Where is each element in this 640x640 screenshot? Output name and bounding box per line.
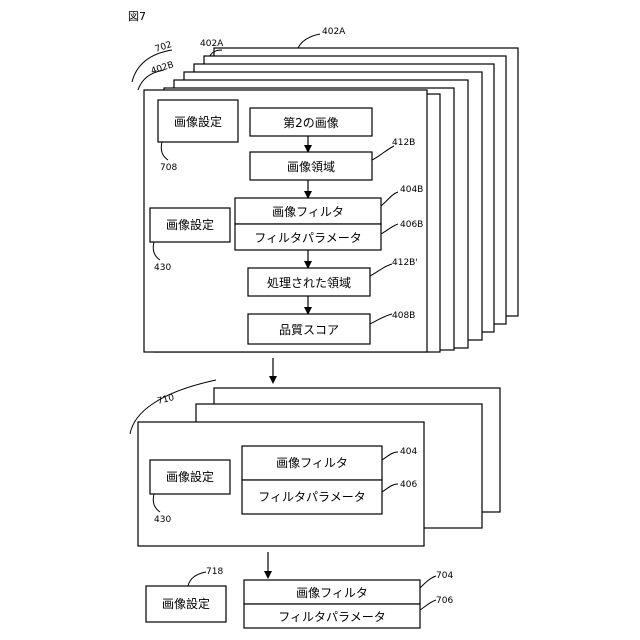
image-region-label: 画像領域 [287, 159, 335, 174]
figure-label: 図7 [128, 10, 146, 23]
image-filter-label-404: 画像フィルタ [276, 456, 348, 470]
ref-408b: 408B [392, 311, 415, 321]
ref-402a-small: 402A [200, 39, 224, 49]
quality-score-label: 品質スコア [279, 322, 339, 337]
ref-430-mid: 430 [154, 515, 171, 525]
ref-430-top: 430 [154, 263, 171, 273]
ref-708: 708 [160, 163, 177, 173]
ref-412b-prime: 412B' [392, 258, 418, 268]
filter-params-label-406: フィルタパラメータ [258, 490, 365, 504]
second-image-label: 第2の画像 [283, 116, 339, 130]
filter-params-label-406b: フィルタパラメータ [254, 231, 361, 245]
leader-402a-main [298, 34, 320, 48]
image-settings-label-718: 画像設定 [162, 596, 210, 611]
ref-412b: 412B [392, 138, 415, 148]
image-settings-label-430-top: 画像設定 [166, 217, 214, 232]
ref-710: 710 [156, 393, 175, 407]
ref-702: 702 [154, 40, 173, 55]
leader-718 [188, 572, 206, 586]
processed-region-label: 処理された領域 [267, 275, 351, 290]
ref-704: 704 [436, 571, 453, 581]
ref-404b: 404B [400, 185, 423, 195]
image-filter-label-404b: 画像フィルタ [272, 205, 344, 219]
ref-402b: 402B [150, 60, 175, 77]
image-settings-label-430-mid: 画像設定 [166, 469, 214, 484]
ref-402a: 402A [322, 27, 346, 37]
ref-406: 406 [400, 480, 417, 490]
image-settings-label-708: 画像設定 [174, 114, 222, 129]
ref-406b: 406B [400, 220, 423, 230]
leader-704 [420, 576, 436, 588]
leader-706 [420, 600, 436, 610]
ref-718: 718 [206, 567, 223, 577]
ref-404: 404 [400, 447, 417, 457]
filter-params-label-706: フィルタパラメータ [278, 610, 385, 624]
image-filter-label-704: 画像フィルタ [296, 586, 368, 600]
ref-706: 706 [436, 596, 453, 606]
